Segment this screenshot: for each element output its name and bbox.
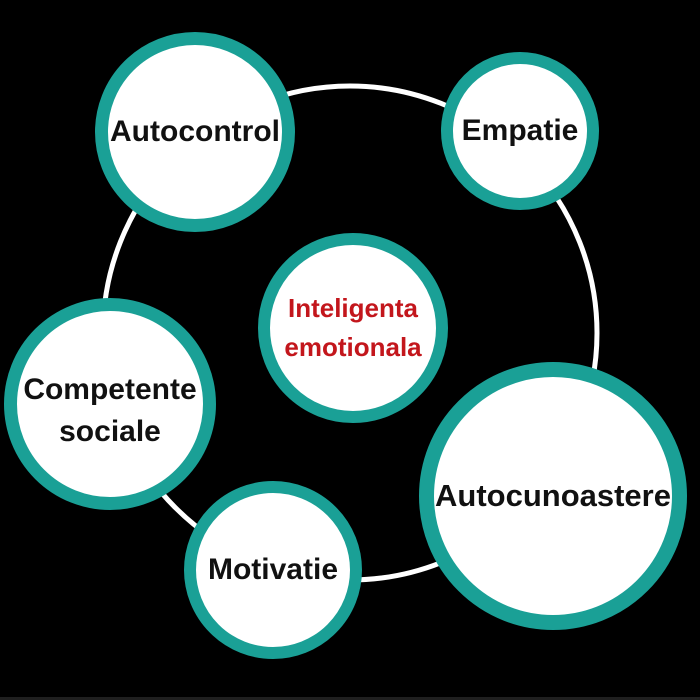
node-autocontrol-label: Autocontrol <box>110 115 280 148</box>
node-autocunoastere: Autocunoastere <box>419 362 687 630</box>
node-empatie-label: Empatie <box>461 114 579 147</box>
center-label-line2: emotionala <box>284 332 422 362</box>
node-autocontrol: Autocontrol <box>95 32 295 232</box>
node-inteligenta-emotionala: Inteligenta emotionala <box>258 233 448 423</box>
node-competente-sociale-line1: Competente <box>23 373 197 406</box>
node-competente-sociale: Competente sociale <box>4 298 216 510</box>
node-competente-sociale-label: Competente sociale <box>23 369 196 453</box>
node-competente-sociale-line2: sociale <box>59 415 161 448</box>
center-label-line1: Inteligenta <box>287 293 418 323</box>
node-motivatie-label: Motivatie <box>207 553 339 586</box>
node-empatie: Empatie <box>441 52 599 210</box>
node-motivatie: Motivatie <box>184 481 362 659</box>
node-autocunoastere-label: Autocunoastere <box>435 478 671 513</box>
bottom-edge-strip <box>0 697 700 700</box>
